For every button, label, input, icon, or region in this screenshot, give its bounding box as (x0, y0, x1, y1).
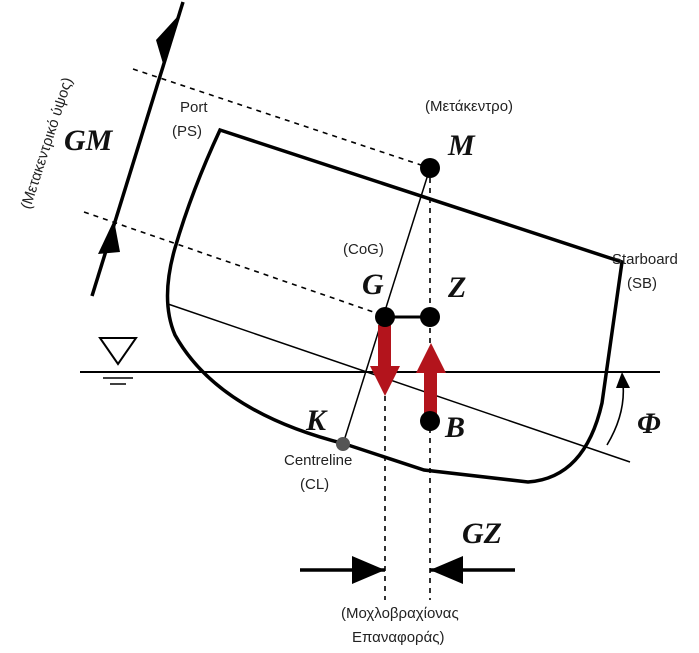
cog-point (375, 307, 395, 327)
centreline-abbr-label: (CL) (300, 476, 329, 493)
centreline-axis (342, 167, 431, 445)
k-label: K (305, 404, 328, 437)
righting-lever-label-2: Επαναφοράς) (352, 629, 444, 646)
g-projection-dashed (83, 211, 386, 317)
metacentre-note: (Μετάκεντρο) (425, 98, 513, 115)
starboard-label: Starboard (612, 251, 678, 268)
buoyancy-point (420, 411, 440, 431)
inclined-waterline (167, 303, 631, 463)
m-projection-dashed (132, 68, 431, 169)
m-label: M (447, 129, 476, 162)
gz-arrow-left (352, 556, 385, 584)
cog-note: (CoG) (343, 241, 384, 258)
gz-label: GZ (462, 517, 502, 550)
z-point (420, 307, 440, 327)
righting-lever-label: (Μοχλοβραχίονας (341, 605, 459, 622)
weight-force-arrow (370, 325, 400, 396)
gm-label: GM (64, 124, 114, 157)
g-label: G (362, 268, 384, 301)
phi-label: Φ (637, 407, 661, 440)
b-label: B (444, 411, 465, 444)
z-label: Z (447, 271, 466, 304)
gm-arrow-top (156, 16, 178, 67)
metacentre-point (420, 158, 440, 178)
port-abbr-label: (PS) (172, 123, 202, 140)
heel-angle-arrow (616, 372, 630, 388)
gz-arrow-right (430, 556, 463, 584)
hull-outline (165, 127, 624, 484)
triangle-down-icon (96, 337, 140, 385)
centreline-label: Centreline (284, 452, 352, 469)
buoyancy-force-arrow (416, 343, 446, 414)
port-label: Port (180, 99, 208, 116)
starboard-abbr-label: (SB) (627, 275, 657, 292)
keel-point (336, 437, 350, 451)
gm-arrow-bottom (98, 220, 120, 254)
